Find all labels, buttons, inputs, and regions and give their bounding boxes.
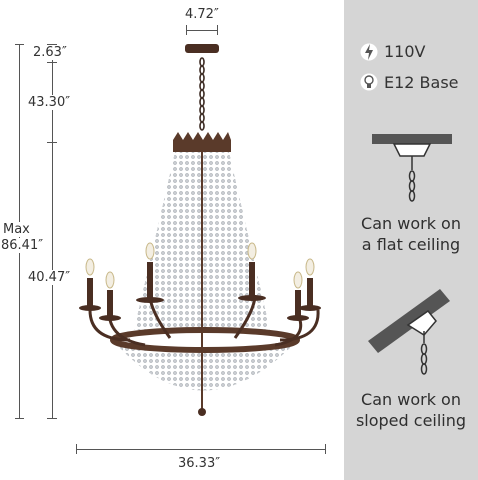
width-label: 36.33″ — [178, 456, 221, 471]
lightning-bolt-icon — [360, 43, 378, 61]
flat-ceiling-text: Can work on a flat ceiling — [344, 213, 478, 255]
flat-ceiling-line1: Can work on — [361, 214, 461, 233]
chandelier-image — [79, 44, 321, 416]
width-line — [76, 449, 326, 450]
top-width-tick-right — [217, 25, 218, 35]
width-tick-right — [325, 444, 326, 454]
body-height-label: 40.47″ — [26, 270, 73, 285]
max-value-label: 86.41″ — [0, 238, 45, 253]
sloped-ceiling-line1: Can work on — [361, 390, 461, 409]
tick-chain-bottom — [47, 142, 57, 143]
top-width-tick-left — [186, 25, 187, 35]
top-width-label: 4.72″ — [185, 7, 219, 22]
voltage-spec: 110V — [384, 42, 426, 61]
flat-ceiling-icon — [372, 134, 452, 202]
max-label: Max — [2, 222, 31, 237]
base-spec: E12 Base — [384, 73, 459, 92]
flat-ceiling-line2: a flat ceiling — [361, 235, 461, 254]
section-height-line — [52, 44, 53, 419]
width-tick-left — [76, 444, 77, 454]
spec-panel: 110V E12 Base Can work on a flat ceiling — [344, 0, 478, 480]
chain-label: 43.30″ — [26, 95, 73, 110]
tick-canopy-bottom — [47, 62, 57, 63]
sloped-ceiling-icon — [368, 289, 450, 375]
light-bulb-icon — [360, 73, 378, 91]
tick-body-bottom — [47, 418, 57, 419]
max-height-tick-bottom — [15, 418, 24, 419]
sloped-ceiling-text: Can work on sloped ceiling — [344, 389, 478, 431]
tick-canopy-top — [47, 44, 57, 45]
max-height-tick-top — [15, 44, 24, 45]
canopy-label: 2.63″ — [31, 45, 69, 60]
top-width-line — [186, 30, 218, 31]
sloped-ceiling-line2: sloped ceiling — [355, 411, 467, 430]
